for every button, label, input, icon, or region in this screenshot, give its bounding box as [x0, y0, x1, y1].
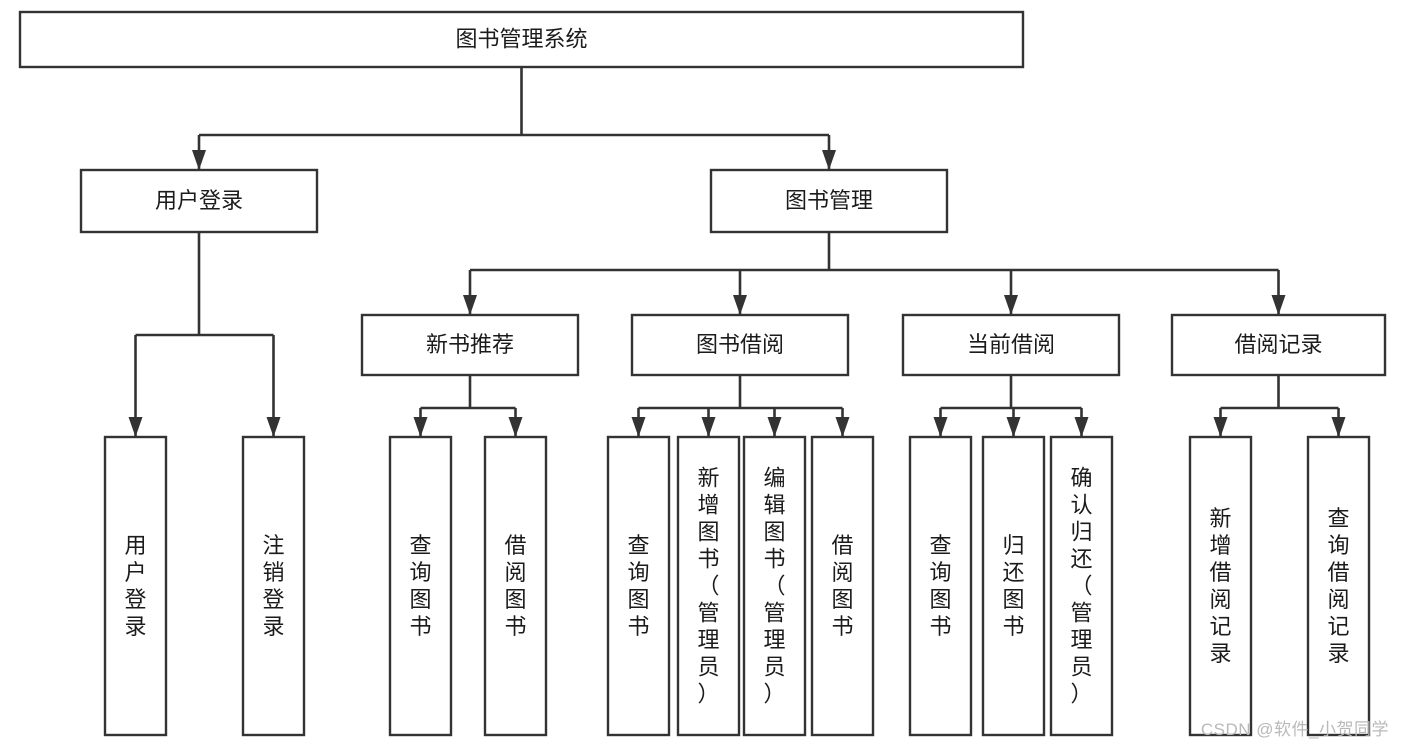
node-leaf_query_book_1[interactable]: 查询图书	[388, 435, 453, 737]
arrow-head-icon	[701, 417, 716, 437]
node-box-leaf_query_record[interactable]	[1306, 435, 1371, 737]
node-box-leaf_query_book_1[interactable]	[388, 435, 453, 737]
node-leaf_return_book[interactable]: 归还图书	[981, 435, 1046, 737]
node-label-leaf_add_record: 新增借阅记录	[1209, 506, 1231, 666]
node-label-leaf_query_record: 查询借阅记录	[1327, 506, 1349, 666]
node-leaf_borrow_book_1[interactable]: 借阅图书	[483, 435, 548, 737]
arrow-head-icon	[463, 295, 477, 315]
node-leaf_add_book[interactable]: 新增图书（管理员）	[676, 435, 741, 737]
node-label-current_borrow: 当前借阅	[967, 332, 1055, 357]
node-box-leaf_edit_book[interactable]	[742, 435, 807, 737]
arrow-head-icon	[1004, 295, 1018, 315]
arrow-head-icon	[1271, 295, 1286, 315]
arrow-head-icon	[1006, 417, 1021, 437]
node-book_manage[interactable]: 图书管理	[709, 168, 949, 234]
node-label-leaf_user_login: 用户登录	[124, 533, 146, 639]
node-leaf_query_book_2[interactable]: 查询图书	[606, 435, 671, 737]
node-box-leaf_add_book[interactable]	[676, 435, 741, 737]
node-label-borrow_record: 借阅记录	[1234, 332, 1322, 357]
node-layer: 图书管理系统用户登录图书管理新书推荐图书借阅当前借阅借阅记录用户登录注销登录查询…	[18, 10, 1387, 737]
node-box-new_book_rec[interactable]	[360, 313, 580, 377]
node-box-book_manage[interactable]	[709, 168, 949, 234]
arrow-head-icon	[128, 417, 143, 437]
connector-layer	[128, 67, 1346, 437]
node-label-leaf_return_book: 归还图书	[1002, 533, 1024, 639]
node-label-leaf_confirm_return: 确认归还（管理员）	[1070, 466, 1092, 707]
node-leaf_edit_book[interactable]: 编辑图书（管理员）	[742, 435, 807, 737]
node-box-leaf_confirm_return[interactable]	[1049, 435, 1114, 737]
node-box-leaf_query_book_2[interactable]	[606, 435, 671, 737]
node-label-leaf_query_book_3: 查询图书	[929, 533, 951, 639]
node-root[interactable]: 图书管理系统	[18, 10, 1025, 69]
node-user_login[interactable]: 用户登录	[79, 168, 319, 234]
node-label-new_book_rec: 新书推荐	[426, 332, 514, 357]
node-box-leaf_query_book_3[interactable]	[908, 435, 973, 737]
node-box-leaf_logout[interactable]	[241, 435, 306, 737]
node-new_book_rec[interactable]: 新书推荐	[360, 313, 580, 377]
node-box-borrow_record[interactable]	[1170, 313, 1387, 377]
node-box-leaf_user_login[interactable]	[103, 435, 168, 737]
node-box-leaf_borrow_book_2[interactable]	[810, 435, 875, 737]
arrow-head-icon	[1213, 417, 1228, 437]
node-box-user_login[interactable]	[79, 168, 319, 234]
node-box-leaf_add_record[interactable]	[1188, 435, 1253, 737]
node-box-leaf_return_book[interactable]	[981, 435, 1046, 737]
node-label-leaf_edit_book: 编辑图书（管理员）	[763, 466, 785, 707]
arrow-head-icon	[933, 417, 948, 437]
arrow-head-icon	[413, 417, 428, 437]
node-label-leaf_logout: 注销登录	[262, 533, 284, 639]
node-leaf_logout[interactable]: 注销登录	[241, 435, 306, 737]
node-label-leaf_add_book: 新增图书（管理员）	[697, 466, 719, 707]
watermark-text: CSDN @软件_小贺同学	[1200, 720, 1389, 739]
node-leaf_confirm_return[interactable]: 确认归还（管理员）	[1049, 435, 1114, 737]
arrow-head-icon	[1331, 417, 1346, 437]
node-box-root[interactable]	[18, 10, 1025, 69]
node-borrow_record[interactable]: 借阅记录	[1170, 313, 1387, 377]
arrow-head-icon	[733, 295, 747, 315]
node-label-leaf_query_book_1: 查询图书	[409, 533, 431, 639]
node-box-book_borrow[interactable]	[630, 313, 850, 377]
node-label-leaf_borrow_book_2: 借阅图书	[831, 533, 853, 639]
node-leaf_query_book_3[interactable]: 查询图书	[908, 435, 973, 737]
node-label-root: 图书管理系统	[455, 26, 587, 51]
arrow-head-icon	[1074, 417, 1089, 437]
node-book_borrow[interactable]: 图书借阅	[630, 313, 850, 377]
node-leaf_borrow_book_2[interactable]: 借阅图书	[810, 435, 875, 737]
node-leaf_query_record[interactable]: 查询借阅记录	[1306, 435, 1371, 737]
arrow-head-icon	[835, 417, 850, 437]
arrow-head-icon	[508, 417, 523, 437]
node-label-leaf_borrow_book_1: 借阅图书	[504, 533, 526, 639]
node-box-leaf_borrow_book_1[interactable]	[483, 435, 548, 737]
arrow-head-icon	[767, 417, 782, 437]
node-leaf_user_login[interactable]: 用户登录	[103, 435, 168, 737]
node-label-book_manage: 图书管理	[785, 188, 873, 213]
node-label-leaf_query_book_2: 查询图书	[627, 533, 649, 639]
arrow-head-icon	[266, 417, 281, 437]
arrow-head-icon	[822, 150, 836, 170]
node-box-current_borrow[interactable]	[901, 313, 1121, 377]
arrow-head-icon	[192, 150, 206, 170]
node-label-user_login: 用户登录	[155, 188, 243, 213]
node-current_borrow[interactable]: 当前借阅	[901, 313, 1121, 377]
node-leaf_add_record[interactable]: 新增借阅记录	[1188, 435, 1253, 737]
node-label-book_borrow: 图书借阅	[696, 332, 784, 357]
arrow-head-icon	[631, 417, 646, 437]
